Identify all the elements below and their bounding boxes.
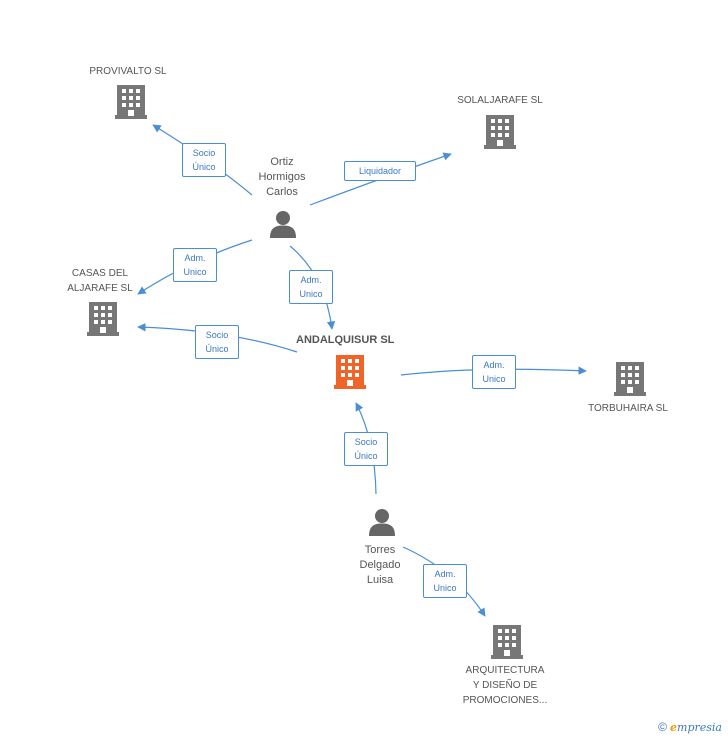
torbuhaira-building-icon	[614, 362, 646, 396]
edge-label-line2: Unico	[433, 583, 457, 593]
arquitectura-label[interactable]: ARQUITECTURA Y DISEÑO DE PROMOCIONES...	[445, 663, 565, 708]
edge-label-ortiz-provivalto: Socio Único	[182, 143, 226, 177]
edge-label-line2: Único	[205, 344, 229, 354]
edge-label-line2: Unico	[183, 267, 207, 277]
empresia-watermark: © empresia	[658, 720, 722, 734]
casas-label-line1: CASAS DEL	[71, 268, 129, 279]
ortiz-person-icon	[270, 211, 296, 238]
torres-label[interactable]: Torres Delgado Luisa	[342, 543, 418, 588]
edge-label-ortiz-casas: Adm. Unico	[173, 248, 217, 282]
torres-label-line2: Delgado	[359, 559, 401, 571]
edge-label-line1: Socio	[192, 148, 216, 158]
provivalto-building-icon	[115, 85, 147, 119]
arquitectura-label-line1: ARQUITECTURA	[465, 665, 545, 676]
brand-name: mpresia	[677, 721, 722, 734]
edge-label-line1: Adm.	[184, 253, 206, 263]
edge-label-line1: Liquidador	[358, 166, 402, 176]
brand-e: e	[670, 721, 678, 734]
edge-label-ortiz-main: Adm. Unico	[289, 270, 333, 304]
casas-label-line2: ALJARAFE SL	[67, 283, 133, 294]
edge-label-torres-arquitectura: Adm. Unico	[423, 564, 467, 598]
torres-person-icon	[369, 509, 395, 536]
torres-label-line1: Torres	[364, 544, 396, 556]
edge-label-line2: Unico	[299, 289, 323, 299]
edge-label-line2: Único	[354, 451, 378, 461]
edge-label-ortiz-solaljarafe: Liquidador	[344, 161, 416, 181]
edge-label-main-torbuhaira: Adm. Unico	[472, 355, 516, 389]
arquitectura-building-icon	[491, 625, 523, 659]
edge-label-line2: Único	[192, 162, 216, 172]
torbuhaira-label[interactable]: TORBUHAIRA SL	[588, 403, 668, 414]
ortiz-label-line3: Carlos	[266, 186, 298, 198]
edge-label-line2: Unico	[482, 374, 506, 384]
ortiz-label[interactable]: Ortiz Hormigos Carlos	[244, 155, 320, 200]
edge-label-line1: Adm.	[434, 569, 456, 579]
casas-building-icon	[87, 302, 119, 336]
main-company-label[interactable]: ANDALQUISUR SL	[296, 334, 395, 346]
arquitectura-label-line2: Y DISEÑO DE	[472, 680, 538, 691]
solaljarafe-building-icon	[484, 115, 516, 149]
edge-label-main-casas: Socio Único	[195, 325, 239, 359]
edge-label-line1: Socio	[354, 437, 378, 447]
torres-label-line3: Luisa	[366, 574, 394, 586]
casas-label[interactable]: CASAS DEL ALJARAFE SL	[50, 266, 150, 296]
ortiz-label-line2: Hormigos	[258, 171, 306, 183]
edge-label-line1: Socio	[205, 330, 229, 340]
provivalto-label[interactable]: PROVIVALTO SL	[89, 66, 167, 77]
edge-label-torres-main: Socio Único	[344, 432, 388, 466]
ortiz-label-line1: Ortiz	[270, 156, 294, 168]
edge-label-line1: Adm.	[483, 360, 505, 370]
main-building-icon[interactable]	[334, 355, 366, 389]
copyright-icon: ©	[658, 720, 667, 734]
arquitectura-label-line3: PROMOCIONES...	[462, 695, 548, 706]
solaljarafe-label[interactable]: SOLALJARAFE SL	[457, 95, 543, 106]
edge-label-line1: Adm.	[300, 275, 322, 285]
